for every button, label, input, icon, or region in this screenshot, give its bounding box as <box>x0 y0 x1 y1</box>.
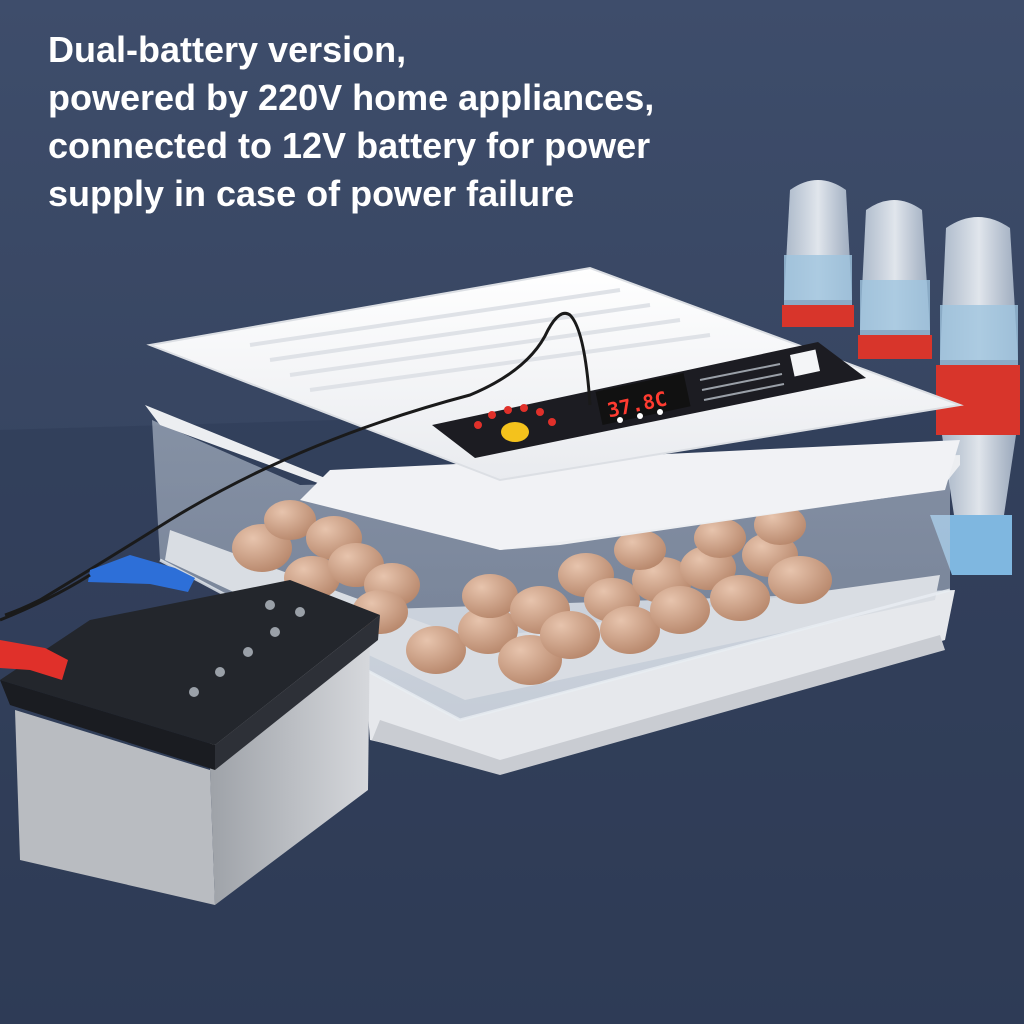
battery-clip-red <box>0 640 68 680</box>
control-buttons <box>474 404 556 429</box>
panel-small-buttons <box>617 409 663 423</box>
chick-logo <box>501 422 529 442</box>
lid-vent-ridges <box>249 288 711 392</box>
qr-code <box>789 349 821 377</box>
lcd-display <box>595 373 691 425</box>
power-cable <box>4 311 592 617</box>
panel-spec-lines <box>699 363 785 401</box>
battery-top <box>0 580 380 745</box>
water-bottles <box>782 180 1020 575</box>
battery-12v <box>0 555 380 905</box>
incubator-lid-top <box>146 266 964 482</box>
battery-clip-blue <box>88 555 195 592</box>
headline-text: Dual-battery version, powered by 220V ho… <box>48 26 768 218</box>
headline-line-1: Dual-battery version, <box>48 29 407 70</box>
headline-line-3: connected to 12V battery for power <box>48 125 651 166</box>
water-bottle <box>858 200 932 359</box>
water-bottle <box>782 180 854 327</box>
eggs <box>232 500 832 685</box>
water-bottle <box>930 217 1020 575</box>
headline-line-4: supply in case of power failure <box>48 173 575 214</box>
battery-front <box>15 710 215 905</box>
headline-line-2: powered by 220V home appliances, <box>48 77 655 118</box>
battery-vent-caps <box>189 600 305 697</box>
